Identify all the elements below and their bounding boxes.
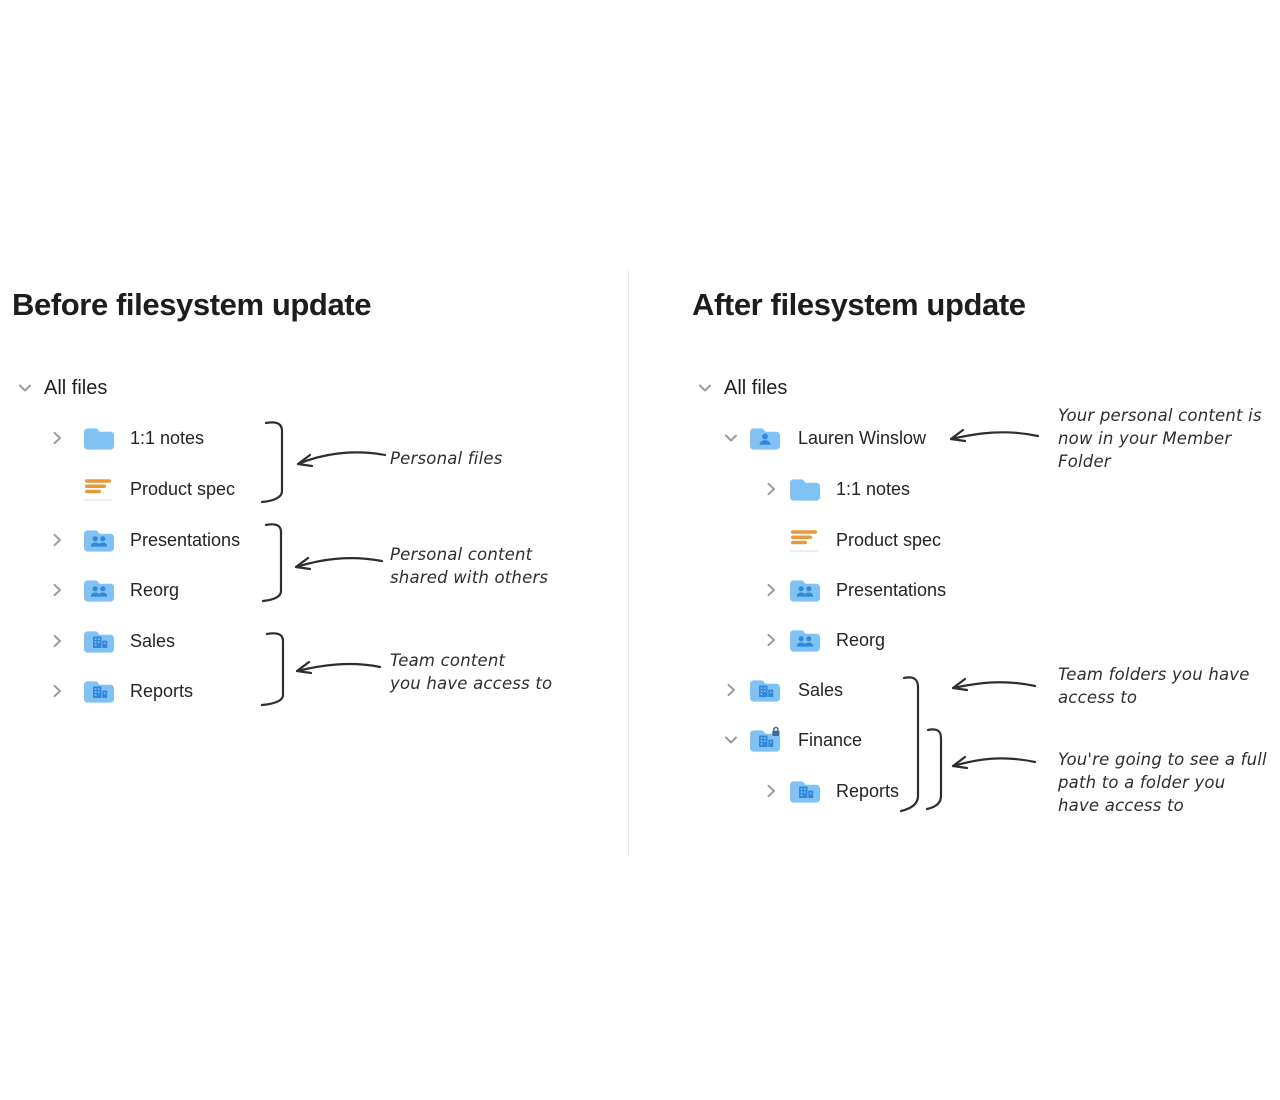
bracket-full-path [925,728,943,811]
annotation-full-path: You're going to see a full path to a fol… [1058,748,1267,817]
chevron-right-icon[interactable] [762,782,780,800]
annotation-line: Your personal content is [1058,406,1262,425]
chevron-right-icon[interactable] [48,581,66,599]
team-folder-icon [788,777,822,805]
team-folder-icon [748,676,782,704]
bracket-team-content [260,632,285,707]
tree-item-label: 1:1 notes [130,427,205,448]
tree-item-label: Sales [130,630,176,651]
tree-item-label: Presentations [836,579,947,600]
tree-item-presentations[interactable]: Presentations [48,520,240,560]
shared-folder-icon [82,526,116,554]
tree-item-sales[interactable]: Sales [48,621,175,661]
tree-item-lauren-winslow[interactable]: Lauren Winslow [722,418,926,458]
folder-icon [788,475,822,503]
tree-item-label: Finance [798,729,863,750]
annotation-line: Personal content [390,545,533,564]
annotation-line: You're going to see a full [1058,750,1267,769]
tree-item-label: Reports [130,680,194,701]
paper-doc-icon [82,475,116,503]
annotation-line: you have access to [390,674,553,693]
annotation-line: Team content [390,651,506,670]
tree-item-label: Reports [836,780,900,801]
team-folder-icon [82,627,116,655]
tree-item-reorg[interactable]: Reorg [48,570,179,610]
tree-item-1-1-notes[interactable]: 1:1 notes [762,469,910,509]
chevron-right-icon[interactable] [762,631,780,649]
tree-item-reorg[interactable]: Reorg [762,620,885,660]
arrow-personal-files [296,451,387,468]
arrow-full-path [951,755,1037,770]
annotation-line: Personal files [390,449,503,468]
bracket-personal-files [260,421,284,504]
bracket-team-folders [899,676,920,813]
member-folder-icon [748,424,782,452]
arrow-member-folder [949,428,1040,443]
tree-item-finance[interactable]: Finance [722,720,862,760]
tree-item-label: Presentations [130,529,241,550]
locked-team-folder-icon [748,726,782,754]
annotation-line: now in your Member [1058,429,1232,448]
chevron-right-icon[interactable] [762,581,780,599]
annotation-personal-files: Personal files [390,447,503,470]
tree-item-1-1-notes[interactable]: 1:1 notes [48,418,204,458]
tree-item-label: Product spec [130,478,236,499]
annotation-line: have access to [1058,796,1184,815]
chevron-right-icon[interactable] [48,632,66,650]
arrow-personal-shared [294,556,384,571]
tree-item-reports[interactable]: Reports [762,771,899,811]
team-folder-icon [82,677,116,705]
chevron-down-icon[interactable] [722,429,740,447]
tree-root-all-files-left[interactable]: All files [16,368,107,408]
tree-item-presentations[interactable]: Presentations [762,570,946,610]
tree-item-label: 1:1 notes [836,478,911,499]
chevron-down-icon[interactable] [16,379,34,397]
bracket-personal-shared [261,523,283,603]
tree-item-label: Reorg [836,629,886,650]
arrow-team-content [295,660,382,675]
annotation-team-content: Team content you have access to [390,649,552,695]
arrow-team-folders [951,677,1037,692]
annotation-line: access to [1058,688,1138,707]
annotation-line: shared with others [390,568,549,587]
tree-item-product-spec[interactable]: Product spec [762,520,941,560]
chevron-right-icon[interactable] [722,681,740,699]
tree-item-sales[interactable]: Sales [722,670,843,710]
paper-doc-icon [788,526,822,554]
left-panel-title: Before filesystem update [12,287,372,322]
tree-root-label: All files [44,376,108,399]
annotation-line: Team folders you have [1058,665,1250,684]
tree-item-label: Reorg [130,579,180,600]
chevron-down-icon[interactable] [722,731,740,749]
annotation-team-folders: Team folders you have access to [1058,663,1250,709]
panel-divider [628,270,629,855]
chevron-down-icon[interactable] [696,379,714,397]
shared-folder-icon [788,626,822,654]
annotation-member-folder: Your personal content is now in your Mem… [1058,404,1262,473]
right-panel-title: After filesystem update [692,287,1026,322]
chevron-right-icon[interactable] [48,429,66,447]
tree-item-label: Product spec [836,529,942,550]
annotation-line: Folder [1058,452,1111,471]
chevron-right-icon[interactable] [762,480,780,498]
chevron-right-icon[interactable] [48,531,66,549]
tree-root-all-files-right[interactable]: All files [696,368,787,408]
folder-icon [82,424,116,452]
shared-folder-icon [82,576,116,604]
shared-folder-icon [788,576,822,604]
tree-item-label: Lauren Winslow [798,427,927,448]
tree-item-reports[interactable]: Reports [48,671,193,711]
tree-root-label: All files [724,376,788,399]
tree-item-product-spec[interactable]: Product spec [48,469,235,509]
annotation-line: path to a folder you [1058,773,1226,792]
annotation-personal-shared: Personal content shared with others [390,543,548,589]
chevron-right-icon[interactable] [48,682,66,700]
tree-item-label: Sales [798,679,844,700]
